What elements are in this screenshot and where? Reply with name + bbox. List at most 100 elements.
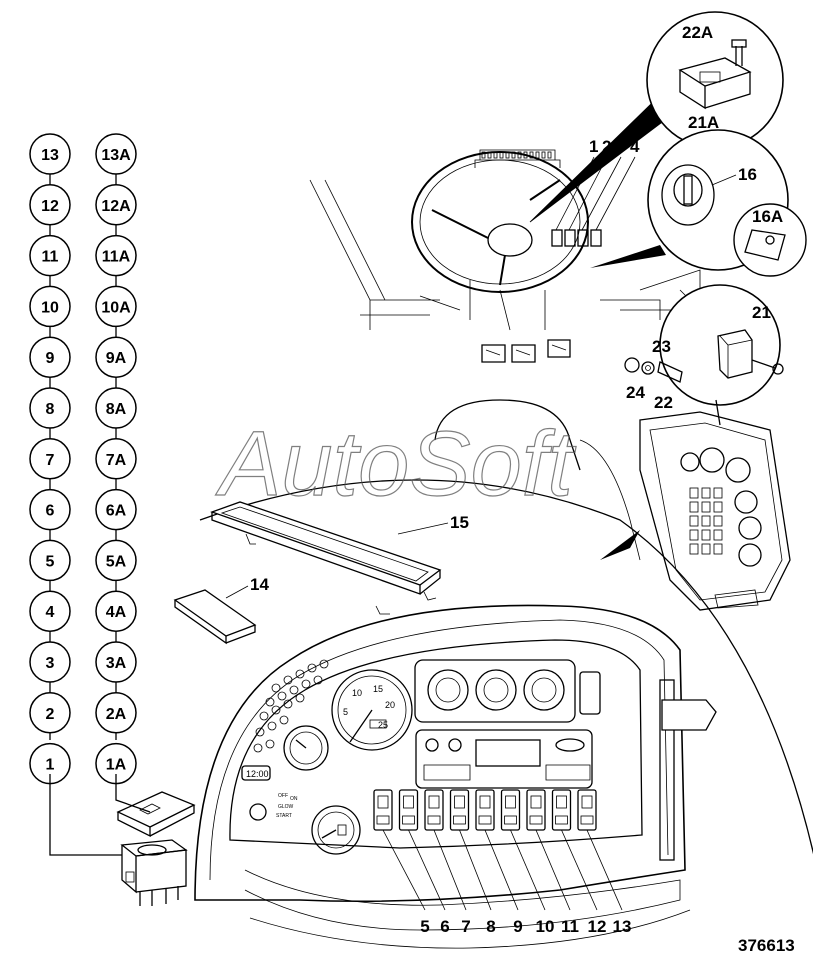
inset-circle-21: 21 23 24 22 bbox=[624, 284, 784, 426]
bubble-6A: 6A bbox=[95, 488, 137, 531]
bubble-7A: 7A bbox=[95, 438, 137, 480]
bubble-label: 5 bbox=[46, 553, 55, 570]
gauge-label-5: 5 bbox=[343, 707, 348, 717]
bubble-label: 6A bbox=[106, 503, 127, 520]
left-bubble-column: 13 12 11 10 9 8 7 6 5 4 3 2 1 bbox=[29, 133, 71, 785]
bubble-5: 5 bbox=[29, 539, 71, 582]
bubble-4A: 4A bbox=[95, 590, 137, 632]
bubble-12: 12 bbox=[29, 184, 71, 226]
bubble-2: 2 bbox=[29, 692, 71, 734]
callout-switch-11: 11 bbox=[561, 917, 579, 936]
callout-15: 15 bbox=[450, 513, 469, 532]
bubble-label: 4A bbox=[106, 604, 127, 621]
bubble-label: 13A bbox=[101, 147, 131, 164]
inset-circle-16: 16 16A bbox=[590, 129, 807, 277]
bubble-label: 10 bbox=[41, 299, 59, 316]
bubble-7: 7 bbox=[29, 438, 71, 480]
callout-23: 23 bbox=[652, 337, 671, 356]
callout-switch-13: 13 bbox=[613, 917, 632, 936]
bubble-9A: 9A bbox=[95, 336, 137, 378]
bubble-11A: 11A bbox=[95, 234, 137, 277]
bubble-label: 9 bbox=[46, 350, 55, 367]
bubble-label: 8A bbox=[106, 401, 127, 418]
callout-22a: 22A bbox=[682, 23, 713, 42]
side-console-illustration bbox=[600, 411, 791, 611]
bubble-label: 6 bbox=[46, 503, 55, 520]
bubble-3A: 3A bbox=[95, 641, 137, 683]
callout-switch-7: 7 bbox=[461, 917, 470, 936]
callout-4: 4 bbox=[630, 137, 640, 156]
inset-circle-21a: 22A 21A bbox=[529, 11, 784, 223]
bubble-10A: 10A bbox=[95, 285, 137, 328]
callout-switch-6: 6 bbox=[440, 917, 449, 936]
bubble-9: 9 bbox=[29, 336, 71, 378]
bubble-label: 1A bbox=[106, 757, 127, 774]
bubble-13A: 13A bbox=[95, 133, 137, 175]
bubble-label: 10A bbox=[101, 299, 131, 316]
bubble-label: 3A bbox=[106, 655, 127, 672]
callout-1: 1 bbox=[589, 137, 598, 156]
bubble-5A: 5A bbox=[95, 539, 137, 582]
callouts-1-4: 1 2 3 4 bbox=[555, 137, 640, 231]
bubble-12A: 12A bbox=[95, 184, 137, 226]
gauge-label-25: 25 bbox=[378, 720, 388, 730]
clock-display: 12:00 bbox=[246, 769, 269, 779]
ignition-glow: GLOW bbox=[278, 804, 294, 810]
figure-number: 376613 bbox=[738, 936, 795, 955]
gauge-label-10: 10 bbox=[352, 688, 362, 698]
gauge-label-20: 20 bbox=[385, 700, 395, 710]
bubble-label: 11A bbox=[102, 249, 131, 266]
bubble-8: 8 bbox=[29, 387, 71, 429]
bubble-label: 11 bbox=[42, 249, 59, 266]
bubble-1A: 1A bbox=[95, 742, 137, 785]
bubble-label: 13 bbox=[41, 147, 59, 164]
callout-22: 22 bbox=[654, 393, 673, 412]
callout-14: 14 bbox=[250, 575, 269, 594]
bubble-label: 12A bbox=[101, 198, 131, 215]
callout-switch-10: 10 bbox=[536, 917, 555, 936]
bubble-label: 2A bbox=[106, 706, 127, 723]
bubble-1: 1 bbox=[29, 742, 71, 785]
ignition-on: ON bbox=[290, 796, 298, 802]
callout-2: 2 bbox=[602, 137, 611, 156]
bubble-label: 8 bbox=[46, 401, 55, 418]
dashboard-illustration: 10 15 5 20 25 12:00 OFF ON GLOW START bbox=[194, 604, 717, 949]
callout-switch-9: 9 bbox=[513, 917, 522, 936]
bubble-2A: 2A bbox=[95, 692, 137, 734]
callout-16a: 16A bbox=[752, 207, 783, 226]
pedals bbox=[481, 339, 571, 363]
callout-21: 21 bbox=[752, 303, 771, 322]
leader-line-1a bbox=[115, 774, 151, 813]
bubble-11: 11 bbox=[29, 234, 71, 277]
bubble-label: 12 bbox=[41, 198, 59, 215]
bubble-label: 7A bbox=[106, 452, 127, 469]
magnify-arc bbox=[199, 479, 813, 855]
bubble-10: 10 bbox=[29, 285, 71, 328]
panel-cover-15: 15 bbox=[210, 501, 469, 615]
leader-line-1 bbox=[49, 774, 122, 856]
callout-16: 16 bbox=[738, 165, 757, 184]
callout-switch-8: 8 bbox=[486, 917, 495, 936]
right-bubble-column: 13A 12A 11A 10A 9A 8A 7A 6A 5A 4A 3A 2A 1A bbox=[95, 133, 137, 785]
bubble-label: 9A bbox=[106, 350, 127, 367]
ignition-start: START bbox=[276, 813, 292, 819]
bubble-label: 5A bbox=[106, 553, 127, 570]
bubble-6: 6 bbox=[29, 488, 71, 531]
bubble-4: 4 bbox=[29, 590, 71, 632]
watermark: AutoSoft bbox=[215, 413, 576, 515]
bubble-3: 3 bbox=[29, 641, 71, 683]
bubble-8A: 8A bbox=[95, 387, 137, 429]
callout-switch-12: 12 bbox=[588, 917, 607, 936]
bubble-13: 13 bbox=[29, 133, 71, 175]
blank-plate-14: 14 bbox=[173, 575, 269, 645]
seat-outline bbox=[434, 399, 641, 561]
switch-cover-illustration bbox=[116, 791, 196, 838]
bubble-label: 1 bbox=[46, 757, 55, 774]
callout-24: 24 bbox=[626, 383, 645, 402]
rocker-switch-illustration bbox=[120, 839, 188, 906]
bubble-label: 3 bbox=[46, 655, 55, 672]
bubble-label: 4 bbox=[46, 604, 55, 621]
gauge-label-15: 15 bbox=[373, 684, 383, 694]
ignition-off: OFF bbox=[278, 793, 288, 799]
